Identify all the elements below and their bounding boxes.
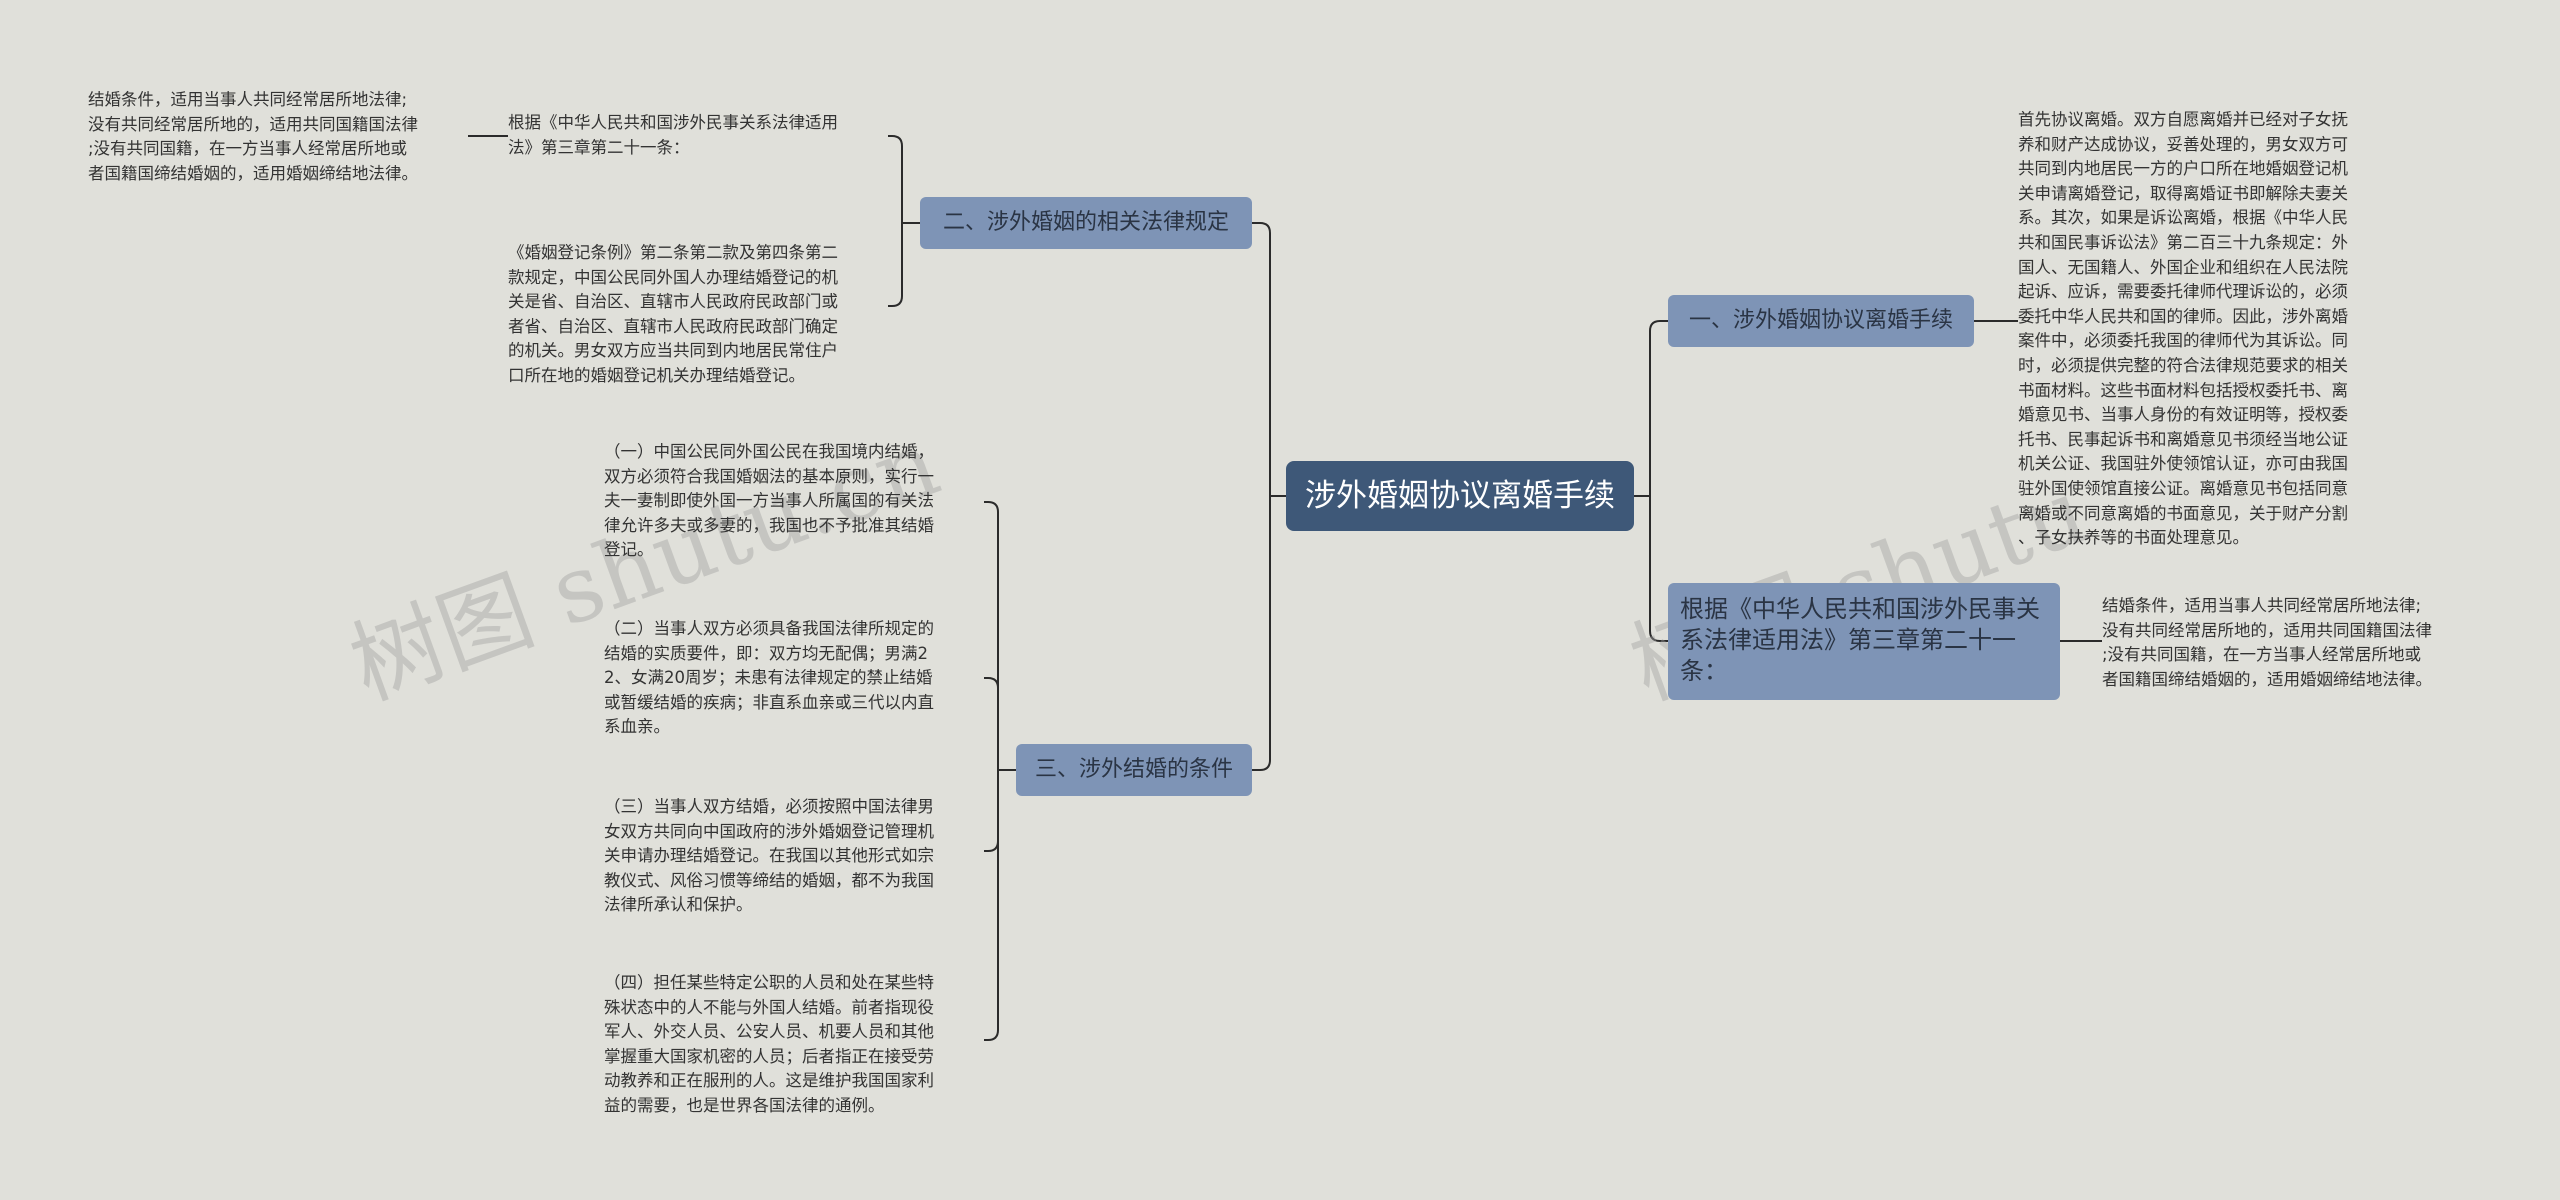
- root-right-link-0: [1649, 320, 1668, 496]
- leaf-marriage-conditions-right[interactable]: 结婚条件，适用当事人共同经常居所地法律; 没有共同经常居所地的，适用共同国籍国法…: [2102, 596, 2432, 689]
- leaf-condition-1[interactable]: （一）中国公民同外国公民在我国境内结婚， 双方必须符合我国婚姻法的基本原则，实行…: [604, 442, 934, 560]
- branch2-link-1: [888, 223, 903, 307]
- root-topic[interactable]: 涉外婚姻协议离婚手续: [1286, 461, 1634, 531]
- leaf-marriage-conditions-left[interactable]: 结婚条件，适用当事人共同经常居所地法律; 没有共同经常居所地的，适用共同国籍国法…: [88, 90, 418, 183]
- leaf-marriage-registration-regulation[interactable]: 《婚姻登记条例》第二条第二款及第四条第二 款规定，中国公民同外国人办理结婚登记的…: [508, 243, 838, 385]
- root-left-link-1: [1252, 496, 1271, 771]
- branch3-link-3: [984, 770, 999, 1041]
- leaf-condition-4[interactable]: （四）担任某些特定公职的人员和处在某些特 殊状态中的人不能与外国人结婚。前者指现…: [604, 973, 934, 1115]
- branch3-link-2: [984, 770, 999, 852]
- root-left-link-0: [1252, 222, 1271, 496]
- branch3-link-1: [984, 677, 999, 770]
- branch-legal-provisions[interactable]: 二、涉外婚姻的相关法律规定: [920, 197, 1252, 249]
- root-right-link-1: [1649, 496, 1668, 642]
- branch2-link-0: [888, 135, 903, 223]
- branch3-link-0: [984, 501, 999, 770]
- leaf-condition-3[interactable]: （三）当事人双方结婚，必须按照中国法律男 女双方共同向中国政府的涉外婚姻登记管理…: [604, 797, 934, 915]
- leaf-law-application-article[interactable]: 根据《中华人民共和国涉外民事关系法律适用 法》第三章第二十一条：: [508, 113, 838, 157]
- leaf-divorce-procedure-detail[interactable]: 首先协议离婚。双方自愿离婚并已经对子女抚 养和财产达成协议，妥善处理的，男女双方…: [2018, 110, 2348, 548]
- branch-marriage-conditions[interactable]: 三、涉外结婚的条件: [1016, 744, 1252, 796]
- leaf-condition-2[interactable]: （二）当事人双方必须具备我国法律所规定的 结婚的实质要件，即：双方均无配偶；男满…: [604, 619, 934, 737]
- branch-law-application-article[interactable]: 根据《中华人民共和国涉外民事关系法律适用法》第三章第二十一条：: [1668, 583, 2060, 700]
- branch-divorce-procedure[interactable]: 一、涉外婚姻协议离婚手续: [1668, 295, 1974, 347]
